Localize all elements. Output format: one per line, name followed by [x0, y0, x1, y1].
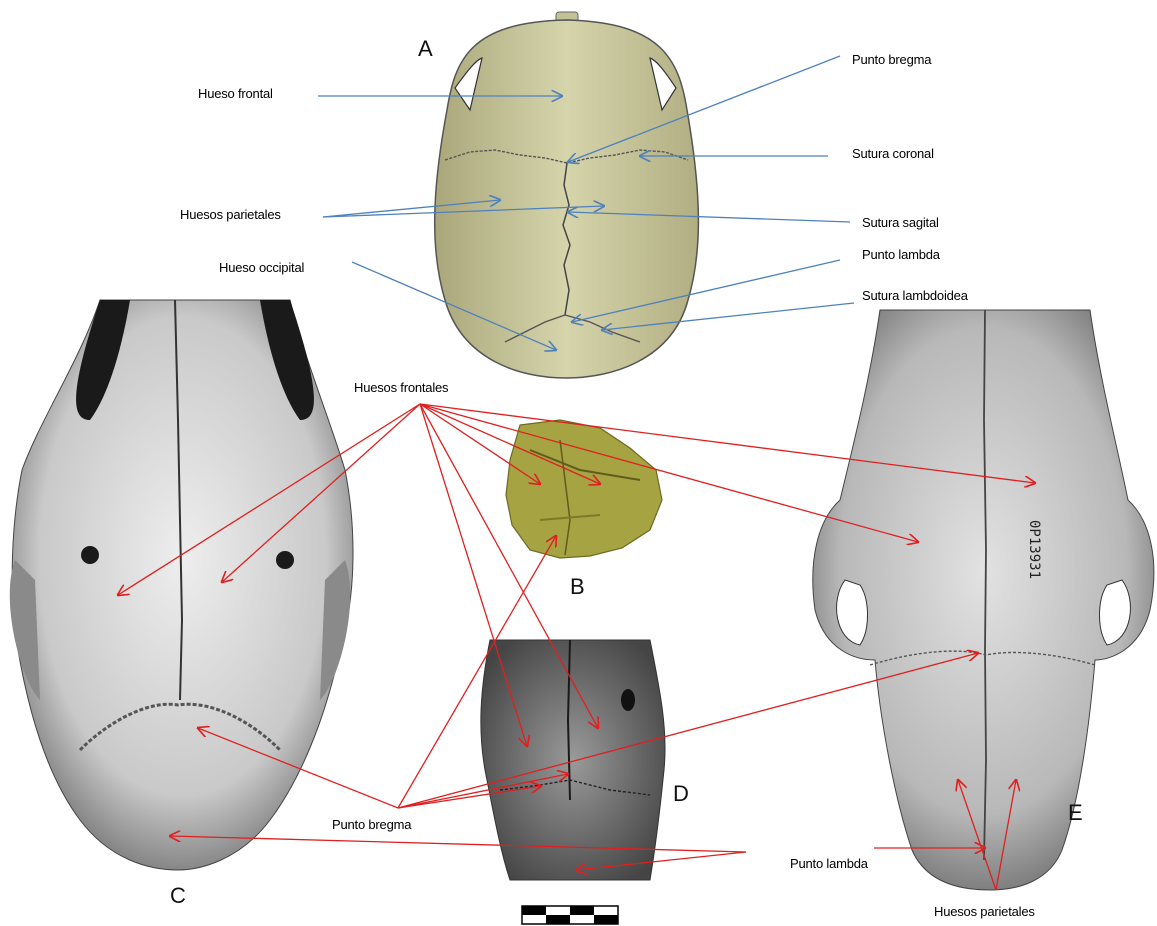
- label-huesos-parietales-bottom: Huesos parietales: [934, 904, 1035, 919]
- label-sutura-lambdoidea: Sutura lambdoidea: [862, 288, 968, 303]
- panel-label-e: E: [1068, 800, 1083, 826]
- panel-label-d: D: [673, 781, 689, 807]
- label-hueso-frontal: Hueso frontal: [198, 86, 273, 101]
- label-huesos-frontales: Huesos frontales: [354, 380, 448, 395]
- panel-label-b: B: [570, 574, 585, 600]
- label-punto-lambda-bottom: Punto lambda: [790, 856, 868, 871]
- skull-d-photo: [481, 640, 665, 880]
- label-hueso-occipital: Hueso occipital: [219, 260, 304, 275]
- skull-e-photo: 0P13931: [813, 310, 1154, 890]
- label-huesos-parietales-top: Huesos parietales: [180, 207, 281, 222]
- panel-label-a: A: [418, 36, 433, 62]
- skull-b-photo: [506, 420, 662, 558]
- scale-bar: [522, 906, 618, 924]
- label-sutura-sagital: Sutura sagital: [862, 215, 939, 230]
- label-sutura-coronal: Sutura coronal: [852, 146, 934, 161]
- label-punto-lambda-top: Punto lambda: [862, 247, 940, 262]
- label-punto-bregma-bottom: Punto bregma: [332, 817, 411, 832]
- arrow-frontales-e-mid: [420, 404, 918, 542]
- skull-a-illustration: [435, 12, 699, 378]
- skull-c-photo: [10, 300, 353, 870]
- svg-text:0P13931: 0P13931: [1026, 520, 1042, 579]
- panel-label-c: C: [170, 883, 186, 909]
- label-punto-bregma-top: Punto bregma: [852, 52, 931, 67]
- arrow-lambda-c: [170, 836, 746, 852]
